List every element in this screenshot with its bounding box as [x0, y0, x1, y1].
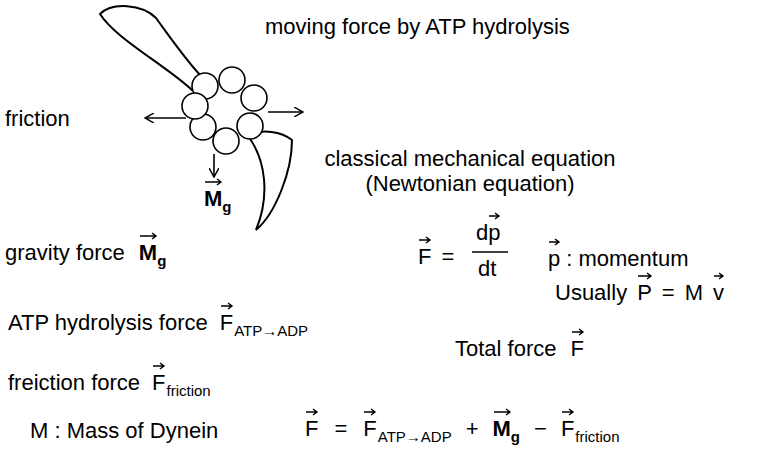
- formula-label: dt: [478, 256, 496, 281]
- subscript-label: g: [157, 252, 166, 269]
- formula-label: classical mechanical equation (Newtonian…: [300, 146, 640, 197]
- formula-label: F: [220, 310, 233, 335]
- formula-label: p: [488, 220, 500, 245]
- vector-arrow: [713, 272, 724, 280]
- formula-label: Usually: [555, 280, 627, 305]
- formula-label: p: [548, 246, 560, 271]
- text-row: freiction forceFfriction: [8, 370, 211, 395]
- formula-label: =: [334, 416, 347, 441]
- subscript-label: g: [511, 428, 520, 445]
- subscript-label: g: [222, 198, 231, 215]
- text-row: gravity forceMg: [5, 240, 166, 265]
- formula-label: M : Mass of Dynein: [30, 418, 218, 443]
- formula-label: freiction force: [8, 370, 140, 395]
- formula-label: v: [713, 280, 724, 305]
- formula-label: −: [534, 416, 547, 441]
- text-row: Total force F: [455, 336, 584, 361]
- formula-label: =: [441, 244, 454, 269]
- text-row: dp: [476, 220, 501, 245]
- text-row: ATP hydrolysis forceFATP→ADP: [8, 310, 308, 335]
- formula-label: moving force by ATP hydrolysis: [265, 14, 570, 39]
- formula-label: =: [662, 280, 675, 305]
- vector-arrow: [637, 272, 652, 280]
- text-row: p: momentum: [548, 246, 689, 271]
- formula-label: +: [466, 416, 479, 441]
- vector-arrow: [363, 408, 376, 416]
- vector-arrow: [139, 232, 157, 240]
- moving-force-arrow: [268, 111, 302, 113]
- vector-arrow: [220, 302, 233, 310]
- formula-label: gravity force: [5, 240, 125, 265]
- formula-label: : momentum: [566, 246, 688, 271]
- text-row: Usually P = Mv: [555, 280, 724, 305]
- formula-label: friction: [5, 106, 70, 131]
- text-row: dt: [478, 256, 496, 281]
- formula-label: M: [139, 240, 157, 265]
- formula-label: F: [152, 370, 165, 395]
- subscript-label: ATP→ADP: [378, 428, 452, 445]
- dynein-tail: [248, 132, 292, 230]
- formula-label: F: [571, 336, 584, 361]
- vector-arrow: [548, 238, 560, 246]
- formula-label: P: [637, 280, 652, 305]
- vector-arrow: [493, 408, 511, 416]
- formula-label: F: [561, 416, 574, 441]
- subscript-label: friction: [167, 382, 211, 399]
- formula-label: ATP hydrolysis force: [8, 310, 208, 335]
- gravity-arrow: [213, 154, 215, 176]
- subscript-label: ATP→ADP: [234, 322, 308, 339]
- vector-arrow: [418, 236, 431, 244]
- text-row: friction: [5, 106, 70, 131]
- fraction-bar: [472, 251, 508, 253]
- motor-ring: [182, 67, 267, 154]
- subscript-label: friction: [575, 428, 619, 445]
- formula-label: M: [204, 186, 222, 211]
- text-row: classical mechanical equation (Newtonian…: [300, 146, 640, 201]
- formula-label: M: [493, 416, 511, 441]
- text-row: moving force by ATP hydrolysis: [265, 14, 570, 39]
- formula-label: M: [685, 280, 703, 305]
- vector-arrow: [488, 212, 500, 220]
- text-row: F=: [418, 244, 454, 269]
- formula-label: F: [305, 416, 318, 441]
- vector-arrow: [571, 328, 584, 336]
- text-row: F=FATP→ADP+Mg−Ffriction: [305, 416, 620, 441]
- text-row: Mg: [204, 186, 232, 211]
- formula-label: Total force: [455, 336, 557, 361]
- vector-arrow: [305, 408, 318, 416]
- vector-arrow: [204, 178, 222, 186]
- formula-label: F: [418, 244, 431, 269]
- formula-label: d: [476, 220, 488, 245]
- formula-label: F: [363, 416, 376, 441]
- friction-arrow: [146, 117, 186, 119]
- text-row: M : Mass of Dynein: [30, 418, 218, 443]
- vector-arrow: [561, 408, 574, 416]
- vector-arrow: [152, 362, 165, 370]
- dynein-stalk: [100, 6, 205, 90]
